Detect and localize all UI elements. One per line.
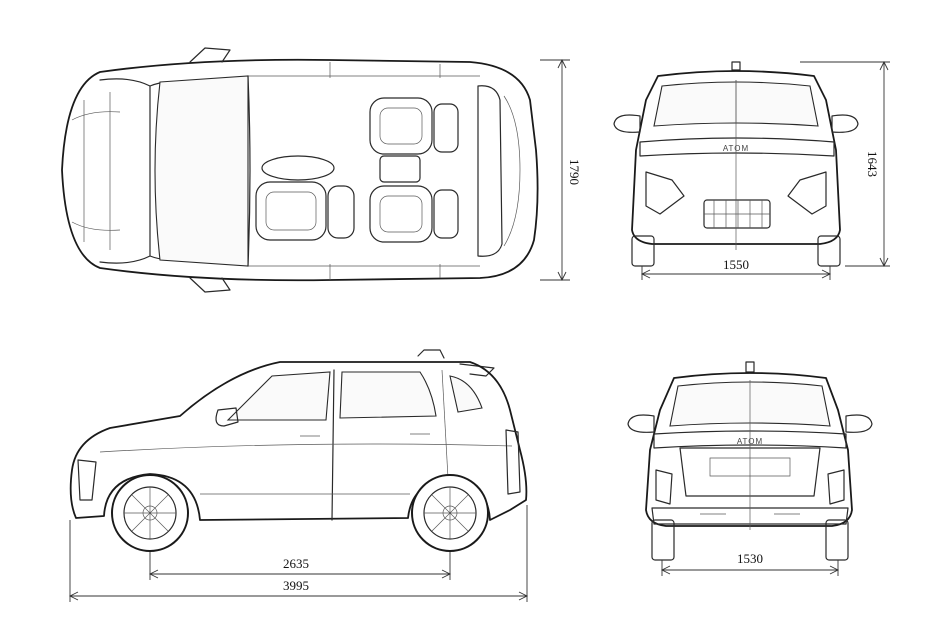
top-width-dimension: 1790 xyxy=(540,58,582,282)
wheelbase-dimension: 2635 xyxy=(148,552,452,580)
side-view xyxy=(69,349,528,552)
top-view xyxy=(61,47,539,293)
front-height-label: 1643 xyxy=(865,151,880,177)
rear-track-dimension: 1530 xyxy=(660,551,840,576)
overall-length-dimension: 3995 xyxy=(68,505,529,602)
overall-length-label: 3995 xyxy=(283,578,309,593)
front-track-dimension: 1550 xyxy=(640,257,832,280)
rear-track-label: 1530 xyxy=(737,551,763,566)
front-track-label: 1550 xyxy=(723,257,749,272)
wheelbase-label: 2635 xyxy=(283,556,309,571)
top-width-label: 1790 xyxy=(567,159,582,185)
rear-view: ATOM xyxy=(627,361,873,561)
front-logo: ATOM xyxy=(723,144,749,153)
rear-logo: ATOM xyxy=(737,437,763,446)
front-height-dimension: 1643 xyxy=(800,60,890,268)
front-view: ATOM xyxy=(613,61,859,267)
